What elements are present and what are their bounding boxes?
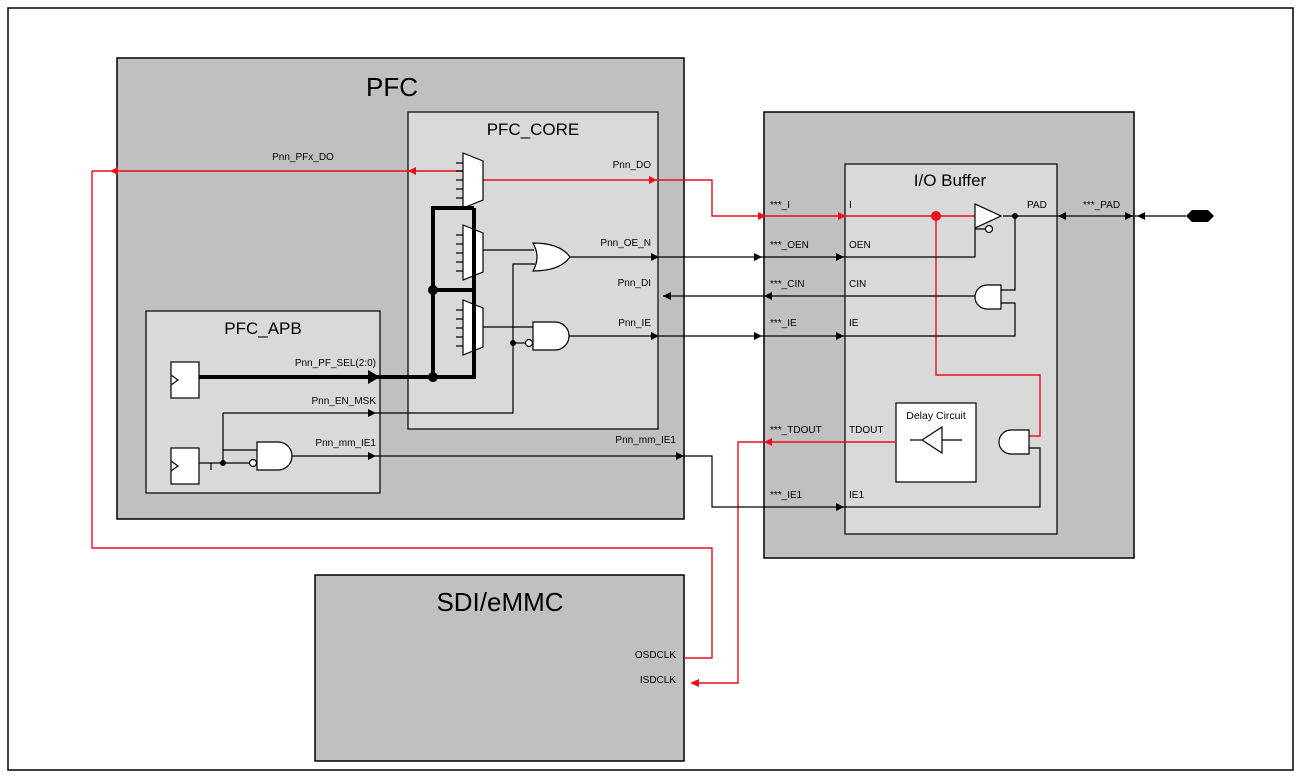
and-gate-apb: [248, 441, 293, 471]
and-gate-cin: [974, 284, 1002, 310]
label-int-cin: CIN: [849, 279, 866, 290]
label-pnn-pfx-do: Pnn_PFx_DO: [272, 152, 334, 163]
osdclk-label: OSDCLK: [635, 650, 676, 661]
label-pnn-pf-sel: Pnn_PF_SEL(2:0): [295, 358, 376, 369]
pfc-title: PFC: [366, 72, 418, 102]
red-path: [91, 167, 1041, 687]
or-gate-oe: [531, 242, 571, 272]
label-pnn-mm-ie1-apb: Pnn_mm_IE1: [315, 438, 376, 449]
label-pnn-oe-n: Pnn_OE_N: [600, 238, 651, 249]
label-ext-cin: ***_CIN: [770, 279, 804, 290]
mux-do: [456, 152, 484, 209]
sdi-emmc-block: SDI/eMMC OSDCLK ISDCLK: [314, 574, 685, 762]
delay-circuit-label: Delay Circuit: [906, 410, 966, 422]
label-pnn-do: Pnn_DO: [613, 160, 652, 171]
label-ext-ie1: ***_IE1: [770, 490, 803, 501]
label-int-ie: IE: [849, 318, 859, 329]
tristate-buffer: [974, 203, 1003, 234]
label-int-oen: OEN: [849, 240, 871, 251]
label-pnn-mm-ie1-pfc: Pnn_mm_IE1: [615, 435, 676, 446]
label-int-i: I: [849, 200, 852, 211]
label-pnn-ie: Pnn_IE: [618, 318, 651, 329]
label-pnn-en-msk: Pnn_EN_MSK: [312, 396, 377, 407]
and-gate-ie: [524, 321, 570, 351]
label-int-ie1: IE1: [849, 490, 864, 501]
label-int-tdout: TDOUT: [849, 425, 883, 436]
pad-connector-icon: [1186, 210, 1214, 222]
label-ext-tdout: ***_TDOUT: [770, 425, 822, 436]
label-ext-pad: ***_PAD: [1083, 200, 1120, 211]
io-port-labels: ***_I ***_OEN ***_CIN ***_IE ***_TDOUT *…: [770, 200, 1120, 501]
label-int-pad: PAD: [1027, 200, 1047, 211]
flipflop-ie1: [170, 447, 200, 485]
io-buffer-title: I/O Buffer: [914, 171, 987, 190]
label-ext-i: ***_I: [770, 200, 790, 211]
label-pnn-di: Pnn_DI: [618, 278, 651, 289]
label-ext-oen: ***_OEN: [770, 240, 809, 251]
flipflop-sel: [170, 361, 200, 399]
label-ext-ie: ***_IE: [770, 318, 797, 329]
and-gate-delay: [998, 429, 1030, 455]
delay-circuit-block: Delay Circuit: [895, 402, 977, 483]
isdclk-label: ISDCLK: [640, 675, 676, 686]
pfc-apb-title: PFC_APB: [224, 319, 301, 338]
sel-bus: [199, 206, 476, 384]
sdi-emmc-title: SDI/eMMC: [436, 587, 563, 617]
black-wires: [199, 210, 1214, 511]
pfc-core-title: PFC_CORE: [487, 120, 580, 139]
signal-labels: Pnn_PFx_DO Pnn_DO Pnn_OE_N Pnn_DI Pnn_IE…: [272, 152, 676, 449]
